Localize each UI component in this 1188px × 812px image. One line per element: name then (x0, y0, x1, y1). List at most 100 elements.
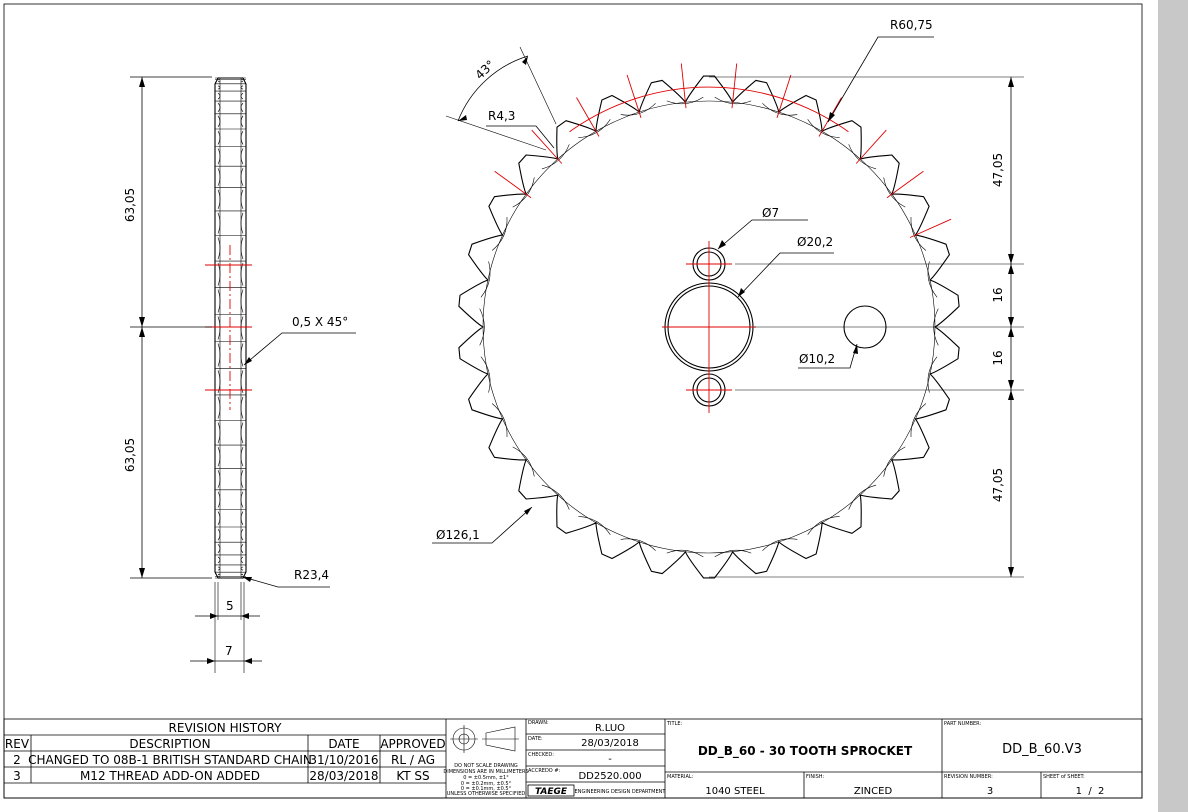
scale-note-line1: DO NOT SCALE DRAWING (454, 763, 518, 769)
revision-history-title: REVISION HISTORY (169, 721, 283, 735)
scale-note-line3: 0 = ±0.5mm, ±1° (463, 775, 509, 781)
side-tooth-profile (217, 316, 244, 340)
tooth-seat (512, 446, 535, 477)
side-tooth-profile (217, 168, 244, 186)
pitch-circle-marks (494, 63, 952, 238)
pitch-tick (855, 129, 887, 164)
rev-row-description: CHANGED TO 08B-1 BRITISH STANDARD CHAIN (28, 753, 312, 767)
drawn-value: R.LUO (595, 723, 625, 734)
finish-value: ZINCED (854, 786, 893, 797)
side-tooth-profile (217, 85, 244, 90)
tooth-seat (480, 356, 491, 393)
material-label: MATERIAL: (667, 774, 694, 780)
scale-note-line5: 0 = ±0.1mm, ±0.5° (461, 786, 512, 792)
front-view: 47,05 16 16 47,05 Ø7 Ø20,2 Ø10,2 Ø126,1 … (432, 18, 1024, 579)
sheet-label: SHEET of SHEET: (1043, 774, 1085, 780)
dim-outer-diameter: Ø126,1 (436, 528, 480, 542)
material-value: 1040 STEEL (705, 786, 765, 797)
tooth-seat (883, 446, 906, 477)
side-tooth-profile (217, 102, 244, 113)
tooth-seat (762, 538, 798, 551)
rev-header-date: DATE (328, 737, 359, 751)
side-tooth-profile (217, 237, 244, 260)
rev-row-rev: 3 (13, 769, 21, 783)
drawing-title: DD_B_60 - 30 TOOTH SPROCKET (698, 744, 913, 759)
tooth-seat (480, 261, 491, 298)
date-label: DATE: (528, 736, 543, 742)
part-number-label: PART NUMBER: (944, 721, 981, 727)
pitch-tick (680, 63, 687, 109)
dim-bolt-hole: Ø7 (762, 206, 779, 220)
side-tooth-profile (217, 262, 244, 286)
department-name: ENGINEERING DESIGN DEPARTMENT (575, 789, 667, 795)
revision-number-label: REVISION NUMBER: (944, 774, 993, 780)
dim-center-hole: Ø20,2 (797, 235, 833, 249)
side-tooth-profile (217, 446, 244, 467)
part-number: DD_B_60.V3 (1002, 742, 1082, 757)
rev-row-rev: 2 (13, 753, 21, 767)
rev-row-description: M12 THREAD ADD-ON ADDED (80, 769, 260, 783)
tooth-seat (714, 549, 752, 558)
side-tooth-profile (217, 543, 244, 554)
dim-tooth-radius: R4,3 (488, 109, 515, 123)
dim-width-outer: 7 (225, 644, 233, 658)
scale-note-line4: 0 = ±0.2mm, ±0.5° (461, 781, 512, 787)
pitch-tick (909, 218, 952, 238)
date-value: 28/03/2018 (581, 738, 639, 749)
tooth-seat (479, 308, 485, 346)
dim-radius-edge: R23,4 (294, 568, 329, 582)
side-tooth-profile (217, 370, 244, 394)
side-tooth-profile (217, 289, 244, 313)
revision-number: 3 (987, 786, 993, 797)
projection-symbol-icon (450, 725, 519, 753)
side-view: 63,05 63,05 0,5 X 45° R23,4 5 7 (123, 76, 356, 673)
side-tooth-profile (217, 115, 244, 128)
sprocket-outline (458, 75, 960, 579)
title-block: REVISION HISTORY REV DESCRIPTION DATE AP… (3, 718, 1143, 799)
tooth-seat (927, 356, 938, 393)
tooth-seat (491, 403, 508, 438)
dim-pitch-radius: R60,75 (890, 18, 933, 32)
company-logo (527, 784, 575, 797)
scale-note-line2: DIMENSIONS ARE IN MILLIMETERS (443, 769, 528, 775)
accredo-label: ACCREDO #: (528, 768, 561, 774)
side-tooth-profile (217, 396, 244, 419)
tooth-seat (491, 216, 508, 251)
pitch-tick (494, 170, 532, 199)
rev-header-rev: REV (5, 737, 30, 751)
tooth-seat (578, 516, 611, 535)
tooth-seat (541, 484, 570, 510)
tooth-seat (927, 261, 938, 298)
rev-header-approved: APPROVED (380, 737, 445, 751)
vertical-scrollbar[interactable] (1158, 0, 1188, 812)
drawn-label: DRAWN: (528, 720, 549, 726)
side-tooth-profile (217, 130, 244, 145)
pitch-circle-arc (569, 86, 849, 133)
dim-width-inner: 5 (226, 599, 234, 613)
pitch-tick (731, 63, 738, 109)
side-tooth-profile (217, 566, 244, 571)
side-tooth-profile (217, 189, 244, 210)
rev-row-approved: KT SS (396, 769, 429, 783)
side-tooth-profile (217, 470, 244, 488)
rev-row-approved: RL / AG (391, 753, 435, 767)
pitch-tick (886, 170, 924, 199)
dim-right-mid-lower: 16 (991, 350, 1005, 365)
checked-label: CHECKED: (528, 752, 554, 758)
dim-right-upper: 47,05 (991, 153, 1005, 187)
pitch-tick (531, 129, 563, 164)
side-tooth-profile (217, 491, 244, 508)
side-view-teeth (215, 77, 246, 579)
pitch-tick (776, 74, 792, 118)
side-tooth-profile (217, 422, 244, 444)
accredo-value: DD2520.000 (578, 771, 641, 782)
side-tooth-profile (217, 148, 244, 165)
scale-note-line6: UNLESS OTHERWISE SPECIFIED (447, 791, 526, 797)
checked-value: - (608, 754, 612, 765)
side-tooth-profile (217, 343, 244, 367)
pitch-tick (626, 74, 642, 118)
dim-thread-hole: Ø10,2 (799, 352, 835, 366)
title-label: TITLE: (666, 721, 683, 727)
company-name: TAEGE (535, 787, 568, 797)
